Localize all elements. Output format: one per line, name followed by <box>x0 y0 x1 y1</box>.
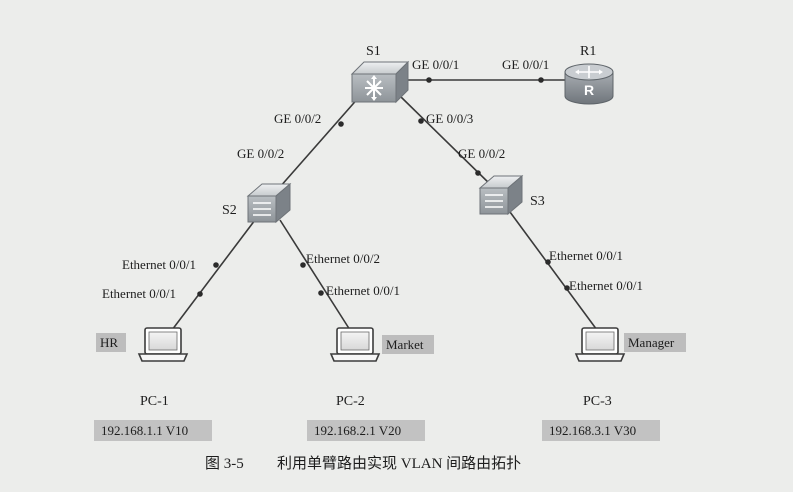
port-dots <box>197 77 570 297</box>
pc-label-1: PC-1 <box>140 394 169 409</box>
port-dot <box>538 77 544 83</box>
figure-caption: 利用单臂路由实现 VLAN 间路由拓扑 <box>277 455 521 472</box>
device-label-s3: S3 <box>530 194 545 209</box>
port-label: Ethernet 0/0/1 <box>102 286 176 301</box>
port-dot <box>338 121 344 127</box>
port-dot <box>213 262 219 268</box>
port-label: GE 0/0/2 <box>237 146 284 161</box>
port-dot <box>545 259 551 265</box>
port-label: Ethernet 0/0/1 <box>326 283 400 298</box>
pc-tag-market: Market <box>386 337 424 352</box>
link-s1-s2 <box>271 95 361 197</box>
switch-icon <box>246 182 292 224</box>
port-dot <box>418 118 424 124</box>
pc-tag-hr: HR <box>100 335 118 350</box>
router-icon: R <box>564 63 614 105</box>
address-box <box>94 420 212 441</box>
pc-label-2: PC-2 <box>336 394 365 409</box>
port-label: Ethernet 0/0/2 <box>306 251 380 266</box>
port-dot <box>475 170 481 176</box>
laptop-icon <box>329 327 381 362</box>
svg-text:R: R <box>584 82 594 98</box>
tag-box <box>382 335 434 354</box>
pc-address-2: 192.168.2.1 V20 <box>314 423 401 438</box>
laptop-icon <box>574 327 626 362</box>
port-label: Ethernet 0/0/1 <box>122 257 196 272</box>
pc-label-3: PC-3 <box>583 394 612 409</box>
address-box <box>307 420 425 441</box>
device-label-s2: S2 <box>222 203 237 218</box>
switch-icon <box>478 174 524 216</box>
pc-address-3: 192.168.3.1 V30 <box>549 423 636 438</box>
tag-box <box>96 333 126 352</box>
port-dot <box>197 291 203 297</box>
device-label-s1: S1 <box>366 44 381 59</box>
link-s3-pc3 <box>509 211 598 331</box>
port-label: Ethernet 0/0/1 <box>569 278 643 293</box>
port-label: GE 0/0/2 <box>458 146 505 161</box>
link-s2-pc1 <box>171 219 256 331</box>
port-label: GE 0/0/1 <box>502 57 549 72</box>
device-label-r1: R1 <box>580 44 596 59</box>
tag-box <box>624 333 686 352</box>
port-dot <box>564 285 570 291</box>
port-dot <box>300 262 306 268</box>
core-switch-icon <box>350 60 410 104</box>
port-label: GE 0/0/2 <box>274 111 321 126</box>
port-dot <box>426 77 432 83</box>
port-label: GE 0/0/1 <box>412 57 459 72</box>
figure-number: 图 3-5 <box>205 455 244 472</box>
pc-address-1: 192.168.1.1 V10 <box>101 423 188 438</box>
link-s2-pc2 <box>279 219 351 331</box>
port-dot <box>318 290 324 296</box>
pc-tag-manager: Manager <box>628 335 675 350</box>
port-label: GE 0/0/3 <box>426 111 473 126</box>
port-label: Ethernet 0/0/1 <box>549 248 623 263</box>
laptop-icon <box>137 327 189 362</box>
address-box <box>542 420 660 441</box>
